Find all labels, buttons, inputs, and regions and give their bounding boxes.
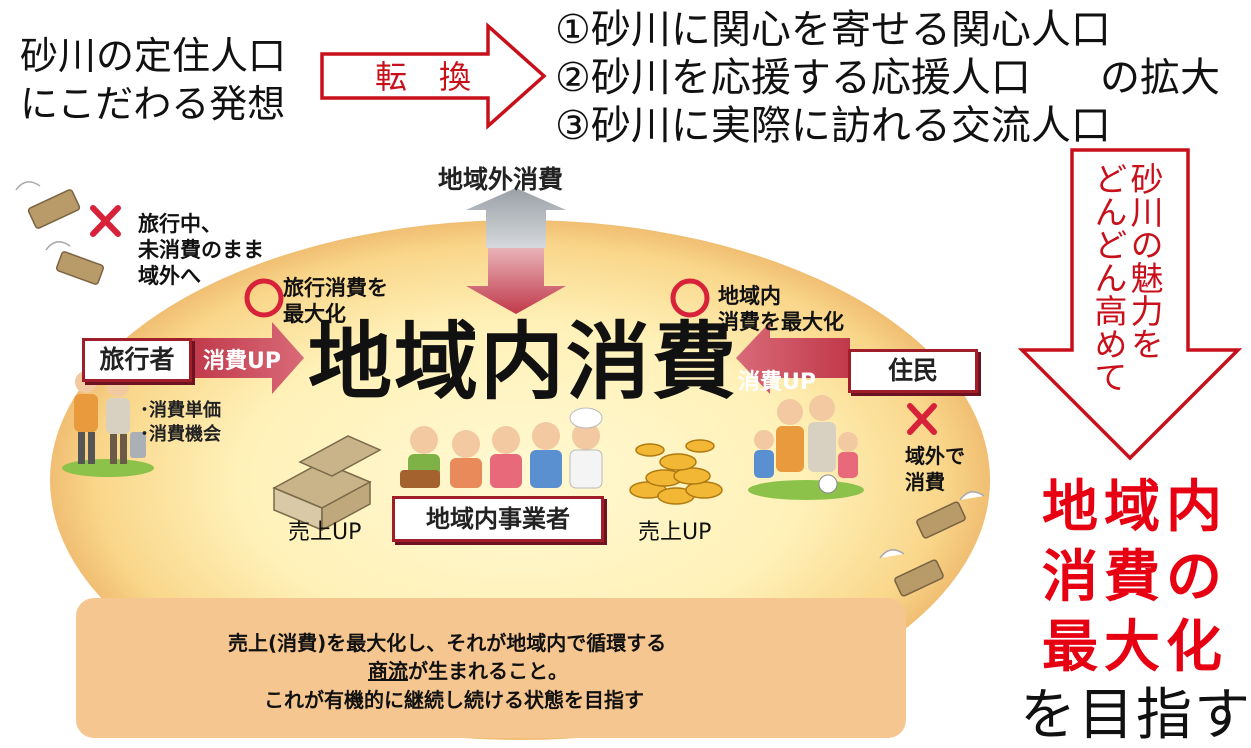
resident-note-line2: 消費 bbox=[905, 470, 945, 494]
down-arrow bbox=[1017, 148, 1243, 461]
header-left-line2: にこだわる発想 bbox=[20, 82, 286, 126]
coins-illustration bbox=[629, 439, 723, 505]
header-item-1: ①砂川に関心を寄せる関心人口 bbox=[555, 7, 1111, 53]
result-line-1: 地域内 bbox=[1042, 475, 1228, 540]
vertical-text-col2: どんどん高めて bbox=[1089, 162, 1128, 393]
traveler-arrow-label: 消費UP bbox=[203, 349, 281, 374]
flying-money-3 bbox=[916, 491, 985, 539]
conversion-label: 転 換 bbox=[375, 58, 472, 96]
money-stack-illustration bbox=[272, 435, 382, 532]
result-line-4: を目指す bbox=[1020, 683, 1251, 748]
header-suffix: の拡大 bbox=[1100, 55, 1220, 101]
result-line-3: 最大化 bbox=[1042, 615, 1228, 680]
summary-line-2: 商流が生まれること。 bbox=[368, 655, 568, 684]
outflow-arrow bbox=[466, 188, 566, 248]
conversion-arrow bbox=[320, 22, 547, 130]
header-left-line1: 砂川の定住人口 bbox=[20, 34, 287, 78]
traveler-bullet-2: ･消費機会 bbox=[140, 424, 221, 445]
traveler-arrow bbox=[190, 322, 304, 394]
flying-money-1 bbox=[15, 181, 81, 229]
summary-line-3: これが有機的に継続し続ける状態を目指す bbox=[264, 688, 644, 712]
summary-panel bbox=[76, 598, 906, 738]
resident-arrow-label: 消費UP bbox=[738, 370, 816, 395]
traveler-note-line3: 域外へ bbox=[138, 264, 201, 288]
business-people-illustration bbox=[400, 407, 603, 489]
vertical-text-col1: 砂川の魅力を bbox=[1125, 162, 1164, 360]
summary-line-1: 売上(消費)を最大化し、それが地域内で循環する bbox=[228, 631, 667, 655]
circle-resident bbox=[670, 278, 710, 318]
resident-family-illustration bbox=[748, 395, 864, 500]
traveler-note-line1: 旅行中、 bbox=[138, 212, 222, 236]
resident-goal-line1: 地域内 bbox=[718, 284, 781, 308]
center-title: 地域内消費 bbox=[308, 313, 739, 411]
header-item-2: ②砂川を応援する応援人口 bbox=[555, 55, 1031, 101]
resident-goal-line2: 消費を最大化 bbox=[718, 310, 844, 334]
circle-traveler bbox=[244, 278, 284, 318]
flying-money-4 bbox=[879, 549, 944, 597]
traveler-illustration bbox=[62, 371, 154, 477]
resident-arrow bbox=[736, 322, 850, 394]
cross-traveler bbox=[90, 205, 121, 237]
cross-resident bbox=[907, 403, 937, 435]
sales-left-label: 売上UP bbox=[288, 520, 362, 545]
header-item-3: ③砂川に実際に訪れる交流人口 bbox=[555, 103, 1111, 149]
summary-line-2-rest: が生まれること。 bbox=[408, 659, 568, 683]
sales-right-label: 売上UP bbox=[638, 520, 712, 545]
traveler-goal-line1: 旅行消費を bbox=[283, 276, 388, 300]
traveler-label: 旅行者 bbox=[82, 338, 192, 382]
outside-consumption-label: 地域外消費 bbox=[438, 165, 564, 194]
result-line-2: 消費の bbox=[1042, 545, 1228, 610]
resident-label: 住民 bbox=[848, 349, 978, 393]
flying-money-2 bbox=[45, 241, 104, 285]
diagram-background bbox=[15, 181, 990, 740]
traveler-bullet-1: ･消費単価 bbox=[140, 400, 221, 421]
inflow-arrow bbox=[466, 248, 566, 314]
traveler-goal-line2: 最大化 bbox=[283, 302, 346, 326]
summary-underlined-word: 商流 bbox=[368, 659, 408, 683]
traveler-note-line2: 未消費のまま bbox=[138, 238, 264, 262]
business-label: 地域内事業者 bbox=[392, 496, 604, 542]
resident-note-line1: 域外で bbox=[905, 444, 965, 468]
